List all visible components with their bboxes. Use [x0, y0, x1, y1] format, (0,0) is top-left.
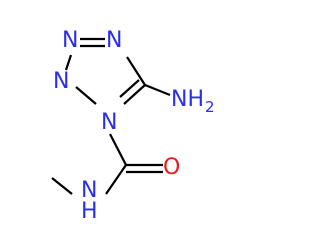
bond-n1-carbonyl [109, 133, 127, 166]
bond-n4-n2 [64, 54, 73, 71]
atom-carbonyl-o: O [163, 155, 181, 180]
bond-c-nh [105, 164, 127, 195]
amine-subscript: 2 [205, 98, 215, 116]
atom-n-ring-bottom: N [101, 110, 118, 135]
bond-c5-amine [144, 83, 171, 97]
bond-c5-n1-a [123, 84, 146, 105]
atom-n-top-left: N [62, 28, 79, 53]
atom-amine: NH2 [171, 87, 215, 117]
molecule-structure-diagram [51, 37, 171, 195]
atom-amide-h: H [81, 199, 98, 224]
bond-n3-c5 [126, 56, 146, 86]
atom-n-left: N [53, 69, 70, 94]
amine-label: NH [171, 87, 204, 112]
bond-nh-methyl [51, 177, 73, 195]
bond-c5-n1-b [119, 79, 140, 98]
bond-n1-n4 [75, 86, 97, 105]
atom-amide-n: N [81, 178, 98, 203]
atom-n-top-right: N [106, 28, 123, 53]
